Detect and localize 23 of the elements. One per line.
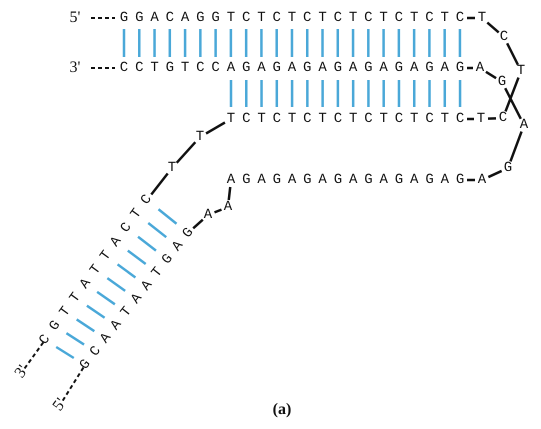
- caption: (a): [272, 401, 292, 419]
- strand-end-label: 3': [70, 60, 80, 76]
- nucleotide-letter: T: [196, 129, 204, 145]
- nucleotide-letter: A: [204, 207, 212, 223]
- nucleotide-letter: C: [500, 29, 508, 45]
- sequence-text: GGACAGGTCTCTCTCTCTCTCTC: [120, 10, 472, 26]
- nucleotide-letter: G: [498, 74, 506, 90]
- nucleotide-letter: A: [476, 60, 484, 76]
- nucleotide-letter: T: [516, 63, 526, 79]
- nucleotide-letter: A: [224, 199, 232, 215]
- sequence-text: CCTGTCCAGAGAGAGAGAGAGAG: [120, 60, 472, 76]
- nucleotide-letter: G: [504, 160, 512, 176]
- nucleotide-letter: T: [168, 160, 176, 176]
- sequence-text: TCTCTCTCTCTCTCTC: [226, 111, 472, 127]
- nucleotide-letter: T: [478, 10, 486, 26]
- nucleotide-letter: C: [498, 110, 508, 126]
- sequence-text: AGAGAGAGAGAGAGAG: [226, 172, 472, 188]
- strand-end-label: 3': [12, 362, 32, 382]
- strand-end-label: 5': [50, 396, 70, 414]
- nucleotide-letter: T: [476, 111, 486, 127]
- nucleotide-letter: A: [478, 172, 486, 188]
- nucleotide-letter: A: [520, 117, 528, 133]
- strand-end-label: 5': [70, 10, 80, 26]
